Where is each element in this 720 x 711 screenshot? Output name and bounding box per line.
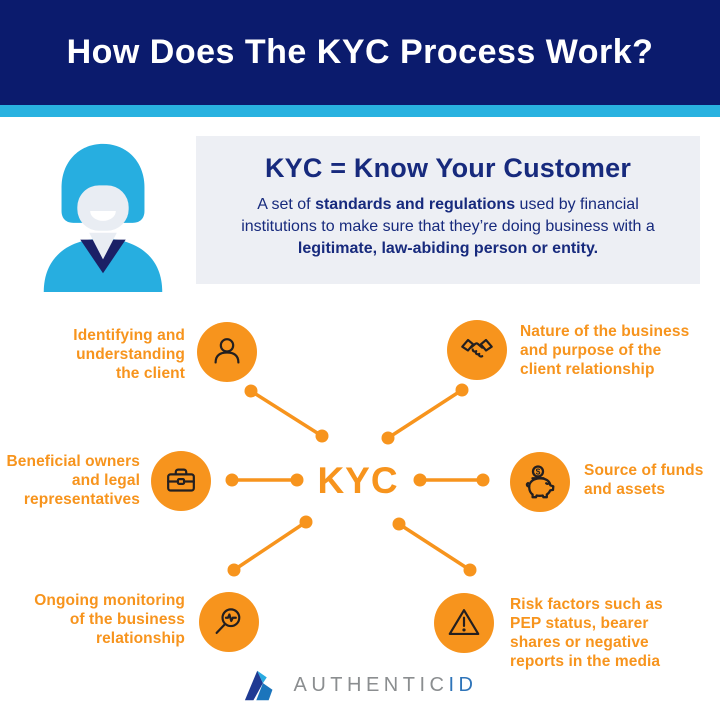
warning-icon xyxy=(448,609,480,636)
kyc-center-label: KYC xyxy=(317,460,399,501)
nature-of-business-node xyxy=(447,320,507,380)
node-label-source-of-funds: Source of funds and assets xyxy=(584,462,704,498)
definition-card: KYC = Know Your Customer A set of standa… xyxy=(196,136,700,284)
magnifier-icon xyxy=(215,608,241,635)
source-of-funds-node: $ xyxy=(510,452,570,512)
connector-bottom-left xyxy=(233,520,307,572)
woman-avatar xyxy=(33,136,173,292)
brand-name-secondary: ID xyxy=(448,673,478,696)
definition-title: KYC = Know Your Customer xyxy=(264,153,632,183)
brand-name-primary: AUTHENTIC xyxy=(293,673,449,696)
connector-top-left xyxy=(250,389,323,438)
header-accent-stripe xyxy=(0,105,720,117)
connector-top-right xyxy=(387,388,463,440)
node-label-risk-factors: Risk factors such as PEP status, bearer … xyxy=(510,596,663,670)
identifying-client-node xyxy=(197,322,257,382)
node-label-beneficial-owners: Beneficial owners and legal representati… xyxy=(6,453,140,508)
brand-footer: AUTHENTICID xyxy=(0,663,720,707)
connector-bottom-right xyxy=(398,522,471,572)
node-label-ongoing-monitoring: Ongoing monitoring of the business relat… xyxy=(34,592,185,647)
svg-text:$: $ xyxy=(536,466,541,476)
person-icon xyxy=(214,338,240,364)
node-label-nature-of-business: Nature of the business and purpose of th… xyxy=(520,323,690,378)
definition-body: A set of standards and regulations used … xyxy=(241,196,655,257)
handshake-icon xyxy=(461,338,493,358)
briefcase-icon xyxy=(167,468,195,492)
brand-wordmark: AUTHENTICID xyxy=(294,674,478,697)
piggy-bank-icon: $ xyxy=(525,465,555,499)
node-label-identifying-client: Identifying and understanding the client xyxy=(73,327,185,382)
woman-avatar-icon xyxy=(43,143,163,292)
risk-factors-node xyxy=(434,593,494,653)
ongoing-monitoring-node xyxy=(199,592,259,652)
authenticid-logo-icon xyxy=(244,670,272,701)
page-title: How Does The KYC Process Work? xyxy=(66,33,654,71)
beneficial-owners-node xyxy=(151,451,211,511)
header-banner: How Does The KYC Process Work? xyxy=(0,0,720,105)
